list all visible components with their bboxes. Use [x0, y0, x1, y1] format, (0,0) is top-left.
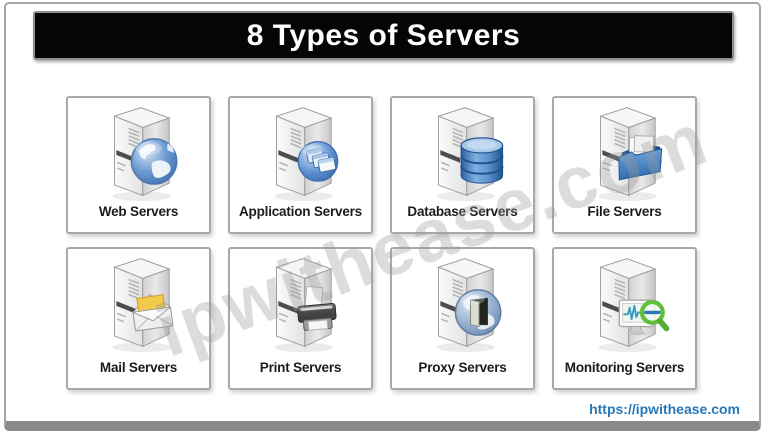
server-card-label: Web Servers — [98, 204, 179, 219]
page-title: 8 Types of Servers — [246, 18, 521, 52]
badge — [296, 285, 337, 331]
server-card-proxy: Proxy Servers — [390, 247, 535, 390]
server-card-label: Monitoring Servers — [564, 360, 685, 375]
badge — [617, 135, 662, 181]
application-windows-icon — [253, 102, 349, 202]
open-folder-icon — [577, 102, 673, 202]
server-card-label: Database Servers — [407, 204, 518, 219]
server-card-database: Database Servers — [390, 96, 535, 234]
globe-icon — [91, 102, 187, 202]
server-card-mail: Mail Servers — [66, 247, 211, 390]
server-card-label: Proxy Servers — [418, 360, 507, 375]
badge — [618, 299, 669, 336]
server-card-web: Web Servers — [66, 96, 211, 234]
badge — [454, 289, 501, 336]
server-card-file: File Servers — [552, 96, 697, 234]
title-bar: 8 Types of Servers — [33, 11, 734, 60]
server-card-label: Application Servers — [239, 204, 362, 219]
open-envelope-icon — [91, 253, 187, 353]
database-cylinder-icon — [415, 102, 511, 202]
server-card-monitoring: Monitoring Servers — [552, 247, 697, 390]
badge — [297, 141, 338, 182]
badge — [131, 294, 174, 332]
footer-url-link[interactable]: https://ipwithease.com — [589, 401, 740, 417]
server-grid: Web Servers Application Ser — [66, 96, 698, 390]
monitor-magnifier-icon — [577, 253, 673, 353]
proxy-globe-door-icon — [415, 253, 511, 353]
server-card-application: Application Servers — [228, 96, 373, 234]
server-card-label: Mail Servers — [99, 360, 178, 375]
printer-icon — [253, 253, 349, 353]
badge — [130, 138, 177, 185]
badge — [459, 137, 504, 184]
server-card-label: File Servers — [587, 204, 662, 219]
server-card-print: Print Servers — [228, 247, 373, 390]
server-card-label: Print Servers — [259, 360, 342, 375]
